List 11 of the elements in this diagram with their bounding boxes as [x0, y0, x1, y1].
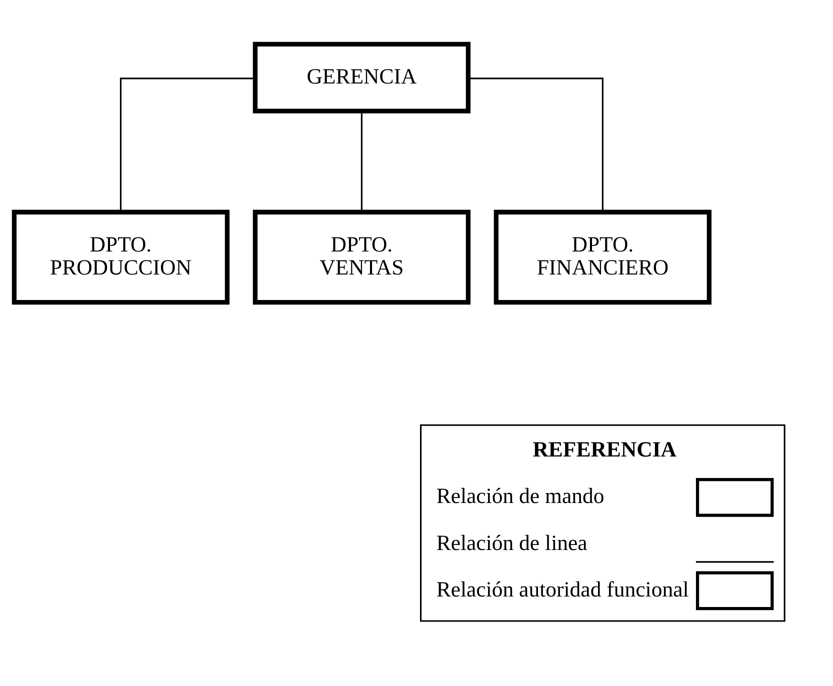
- node-box: DPTO. VENTAS: [252, 209, 471, 304]
- node-box: GERENCIA: [252, 41, 471, 113]
- connector: [468, 77, 604, 212]
- connector: [120, 77, 255, 212]
- legend-label: Relación autoridad funcional: [436, 576, 689, 601]
- legend-label: Relación de linea: [436, 530, 588, 554]
- node-box: DPTO. PRODUCCION: [12, 209, 230, 304]
- legend-label: Relación de mando: [436, 484, 604, 508]
- connector: [360, 110, 362, 212]
- label: REFERENCIA: [532, 437, 677, 462]
- node-box: DPTO. FINANCIERO: [494, 209, 712, 304]
